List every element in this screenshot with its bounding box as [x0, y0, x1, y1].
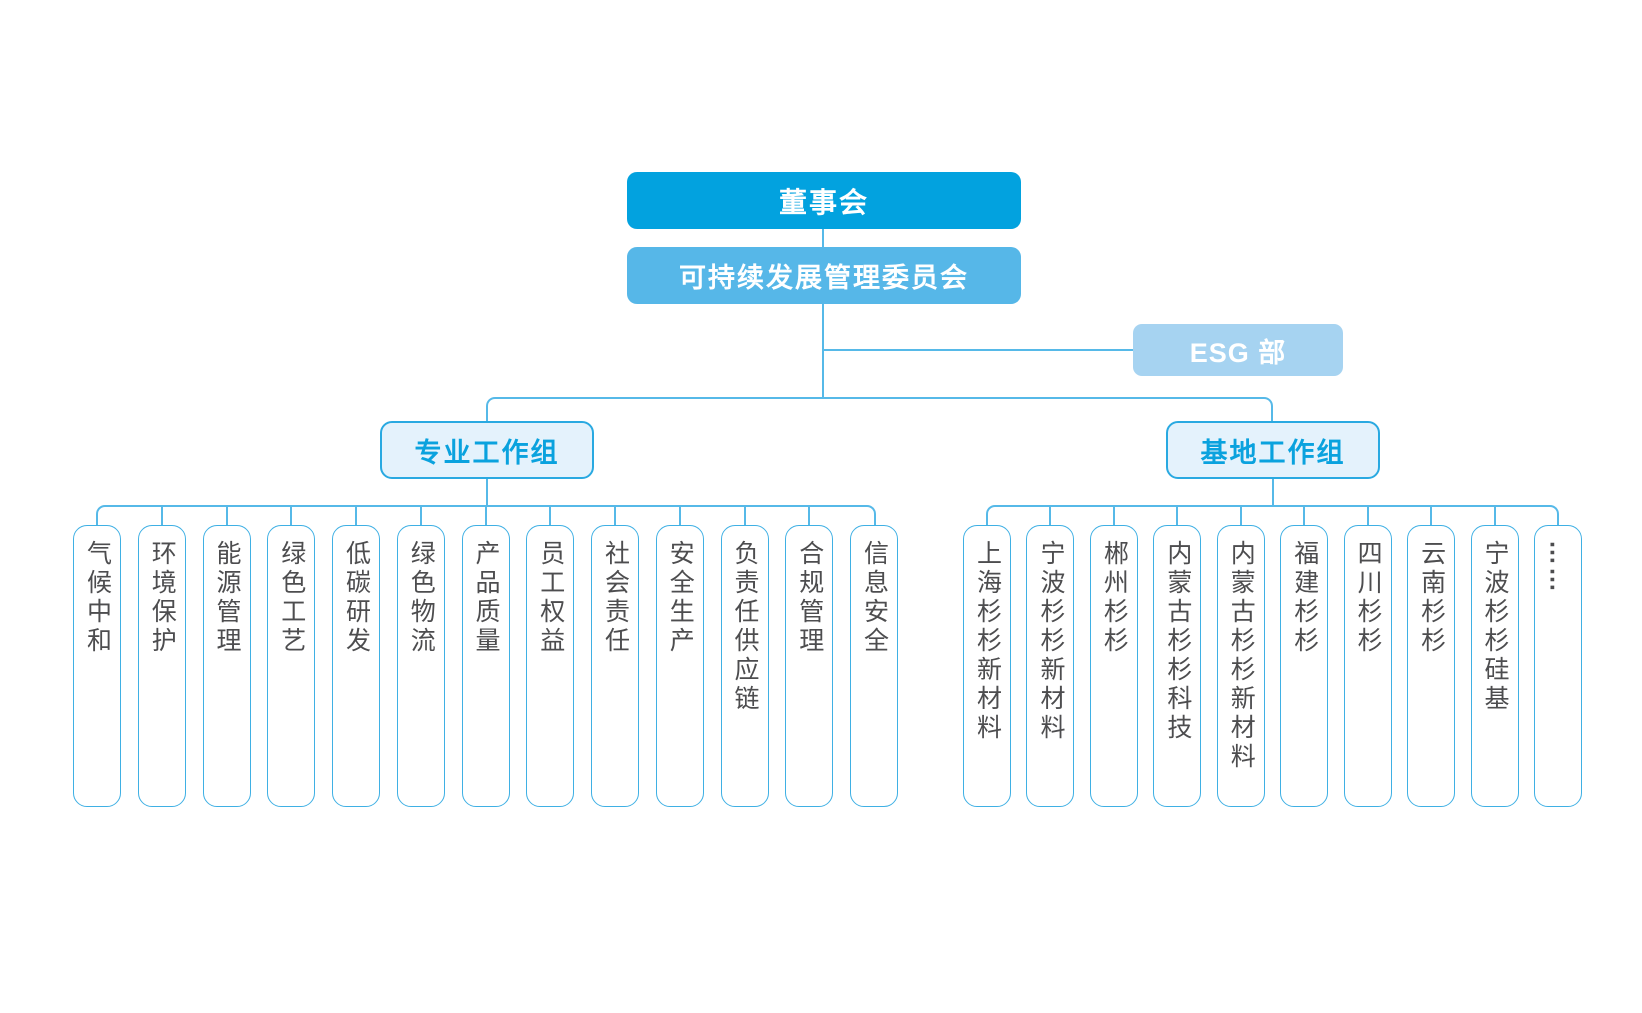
leaf-label: 宁波杉杉新材料 — [1036, 540, 1065, 743]
leaf-node-compliance-management: 合规管理 — [785, 504, 834, 807]
leaf-node-responsible-supply-chain: 负责任供应链 — [720, 504, 769, 807]
leaf-node-social-responsibility: 社会责任 — [591, 504, 639, 807]
leaf-node-sichuan-shanshan: 四川杉杉 — [1343, 504, 1392, 807]
leaf-label: 郴州杉杉 — [1100, 540, 1129, 656]
connector-base-drop — [1272, 479, 1274, 506]
leaf-node-ellipsis: …… — [1533, 525, 1582, 807]
base-working-group-node: 基地工作组 — [1166, 421, 1380, 479]
leaf-label: 绿色物流 — [407, 540, 436, 656]
leaf-label: 宁波杉杉硅基 — [1481, 540, 1509, 714]
connector-esg-branch — [823, 349, 1133, 351]
leaf-label: 员工权益 — [536, 540, 565, 656]
board-node: 董事会 — [627, 172, 1021, 229]
leaf-node-product-quality: 产品质量 — [461, 504, 510, 807]
leaf-label: 上海杉杉新材料 — [973, 540, 1002, 743]
leaf-label: 福建杉杉 — [1290, 540, 1319, 656]
sustainability-committee-label: 可持续发展管理委员会 — [679, 263, 969, 293]
leaf-label: 环境保护 — [148, 540, 177, 656]
sustainability-committee-node: 可持续发展管理委员会 — [627, 247, 1021, 304]
professional-working-group-label: 专业工作组 — [414, 437, 560, 468]
professional-leaf-row: 气候中和 环境保护 能源管理 绿色工艺 低碳研发 绿色物流 产品质量 员工权益 … — [73, 504, 898, 807]
leaf-node-information-security: 信息安全 — [850, 525, 898, 807]
leaf-node-safe-production: 安全生产 — [655, 504, 704, 807]
leaf-node-fujian-shanshan: 福建杉杉 — [1280, 504, 1329, 807]
leaf-label: 安全生产 — [666, 540, 695, 656]
esg-department-label: ESG 部 — [1189, 337, 1287, 368]
leaf-node-low-carbon-rd: 低碳研发 — [332, 504, 380, 807]
leaf-node-green-logistics: 绿色物流 — [396, 504, 445, 807]
leaf-label: 四川杉杉 — [1354, 540, 1383, 656]
base-leaf-row: 上海杉杉新材料 宁波杉杉新材料 郴州杉杉 内蒙古杉杉科技 内蒙古杉杉新材料 福建… — [963, 504, 1582, 807]
leaf-label: 内蒙古杉杉新材料 — [1227, 540, 1256, 772]
leaf-node-employee-rights: 员工权益 — [526, 504, 575, 807]
leaf-node-energy-management: 能源管理 — [202, 504, 251, 807]
esg-department-node: ESG 部 — [1133, 324, 1343, 376]
leaf-node-yunnan-shanshan: 云南杉杉 — [1407, 504, 1456, 807]
leaf-label: 产品质量 — [472, 540, 500, 656]
professional-working-group-node: 专业工作组 — [380, 421, 594, 479]
leaf-node-neimenggu-shanshan-materials: 内蒙古杉杉新材料 — [1216, 504, 1265, 807]
connector-groups-bracket — [486, 397, 1273, 421]
connector-board-committee — [822, 229, 824, 247]
leaf-label: 社会责任 — [601, 540, 630, 656]
leaf-node-ningbo-shanshan: 宁波杉杉新材料 — [1026, 504, 1075, 807]
leaf-node-neimenggu-shanshan-tech: 内蒙古杉杉科技 — [1153, 504, 1202, 807]
connector-professional-drop — [486, 479, 488, 506]
leaf-label: 合规管理 — [795, 540, 824, 656]
leaf-node-climate-neutrality: 气候中和 — [73, 525, 121, 807]
connector-base-leaves-bracket — [986, 505, 1559, 525]
leaf-node-environmental-protection: 环境保护 — [137, 504, 186, 807]
board-label: 董事会 — [778, 186, 869, 218]
leaf-label: 能源管理 — [213, 540, 241, 656]
leaf-label: 云南杉杉 — [1417, 540, 1446, 656]
leaf-label: 气候中和 — [83, 540, 112, 656]
base-working-group-label: 基地工作组 — [1200, 437, 1346, 468]
leaf-label: 内蒙古杉杉科技 — [1163, 540, 1192, 743]
leaf-node-green-process: 绿色工艺 — [267, 504, 316, 807]
leaf-label: 信息安全 — [860, 540, 889, 656]
leaf-node-chenzhou-shanshan: 郴州杉杉 — [1089, 504, 1138, 807]
leaf-label: 绿色工艺 — [277, 540, 306, 656]
leaf-label-ellipsis: …… — [1544, 540, 1573, 594]
leaf-label: 负责任供应链 — [731, 540, 759, 714]
leaf-label: 低碳研发 — [342, 540, 371, 656]
leaf-node-ningbo-shanshan-silicon: 宁波杉杉硅基 — [1470, 504, 1519, 807]
leaf-node-shanghai-shanshan: 上海杉杉新材料 — [963, 525, 1011, 807]
